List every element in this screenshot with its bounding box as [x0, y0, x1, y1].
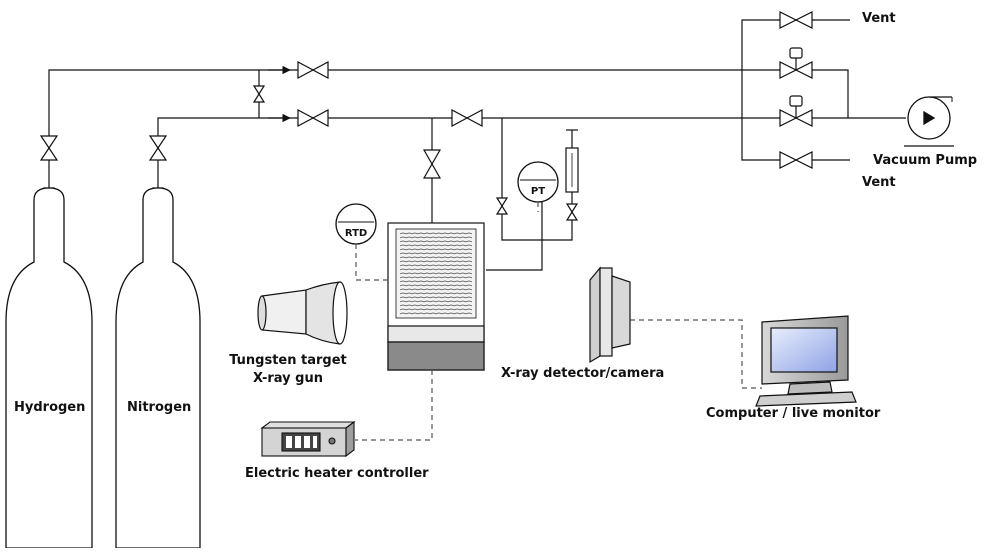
bypass-valve-right-icon: [565, 203, 579, 221]
flow-meter-icon: [565, 147, 579, 193]
hydrogen-label: Hydrogen: [14, 400, 86, 415]
heater-controller-icon: [260, 420, 356, 458]
hydrogen-line: [48, 65, 849, 188]
detector-label: X-ray detector/camera: [501, 366, 665, 381]
rtd-gauge-icon: [335, 203, 377, 245]
vent-top-label: Vent: [862, 11, 896, 26]
xray-gun-icon: [257, 281, 348, 345]
cell-line-valve-icon: [451, 109, 483, 127]
sample-cell: [387, 222, 485, 371]
pt-label: PT: [531, 186, 545, 197]
xray-gun-label-line2: X-ray gun: [253, 371, 323, 386]
control-valve-upper-icon: [779, 47, 813, 79]
computer-label: Computer / live monitor: [706, 406, 881, 421]
control-valve-lower-icon: [779, 95, 813, 127]
nitrogen-inline-valve-icon: [297, 109, 329, 127]
cell-inlet-valve-icon: [422, 149, 442, 179]
heating-coil: [399, 232, 473, 315]
crossover-valve-icon: [252, 85, 266, 103]
heater-controller-label: Electric heater controller: [245, 466, 429, 481]
xray-detector-icon: [589, 266, 631, 364]
nitrogen-label: Nitrogen: [127, 400, 192, 415]
vacuum-pump-label: Vacuum Pump: [873, 153, 978, 168]
xray-gun-label-line1: Tungsten target: [229, 353, 347, 368]
hydrogen-cylinder-icon: [5, 187, 93, 549]
hydrogen-inline-valve-icon: [297, 61, 329, 79]
bypass-valve-left-icon: [495, 197, 509, 215]
hydrogen-valve-icon: [39, 135, 59, 161]
bypass-loop: [486, 118, 578, 271]
signal-lines: [355, 202, 762, 441]
nitrogen-valve-icon: [148, 135, 168, 161]
vent-valve-top-icon: [779, 11, 813, 29]
nitrogen-cylinder-icon: [115, 187, 201, 549]
vent-valve-bottom-icon: [779, 151, 813, 169]
rtd-label: RTD: [345, 228, 367, 239]
vent-bottom-label: Vent: [862, 175, 896, 190]
nitrogen-line: [157, 113, 906, 188]
computer-monitor-icon: [755, 315, 857, 407]
vacuum-pump-icon: [904, 96, 954, 147]
vent-piping: [741, 19, 850, 161]
